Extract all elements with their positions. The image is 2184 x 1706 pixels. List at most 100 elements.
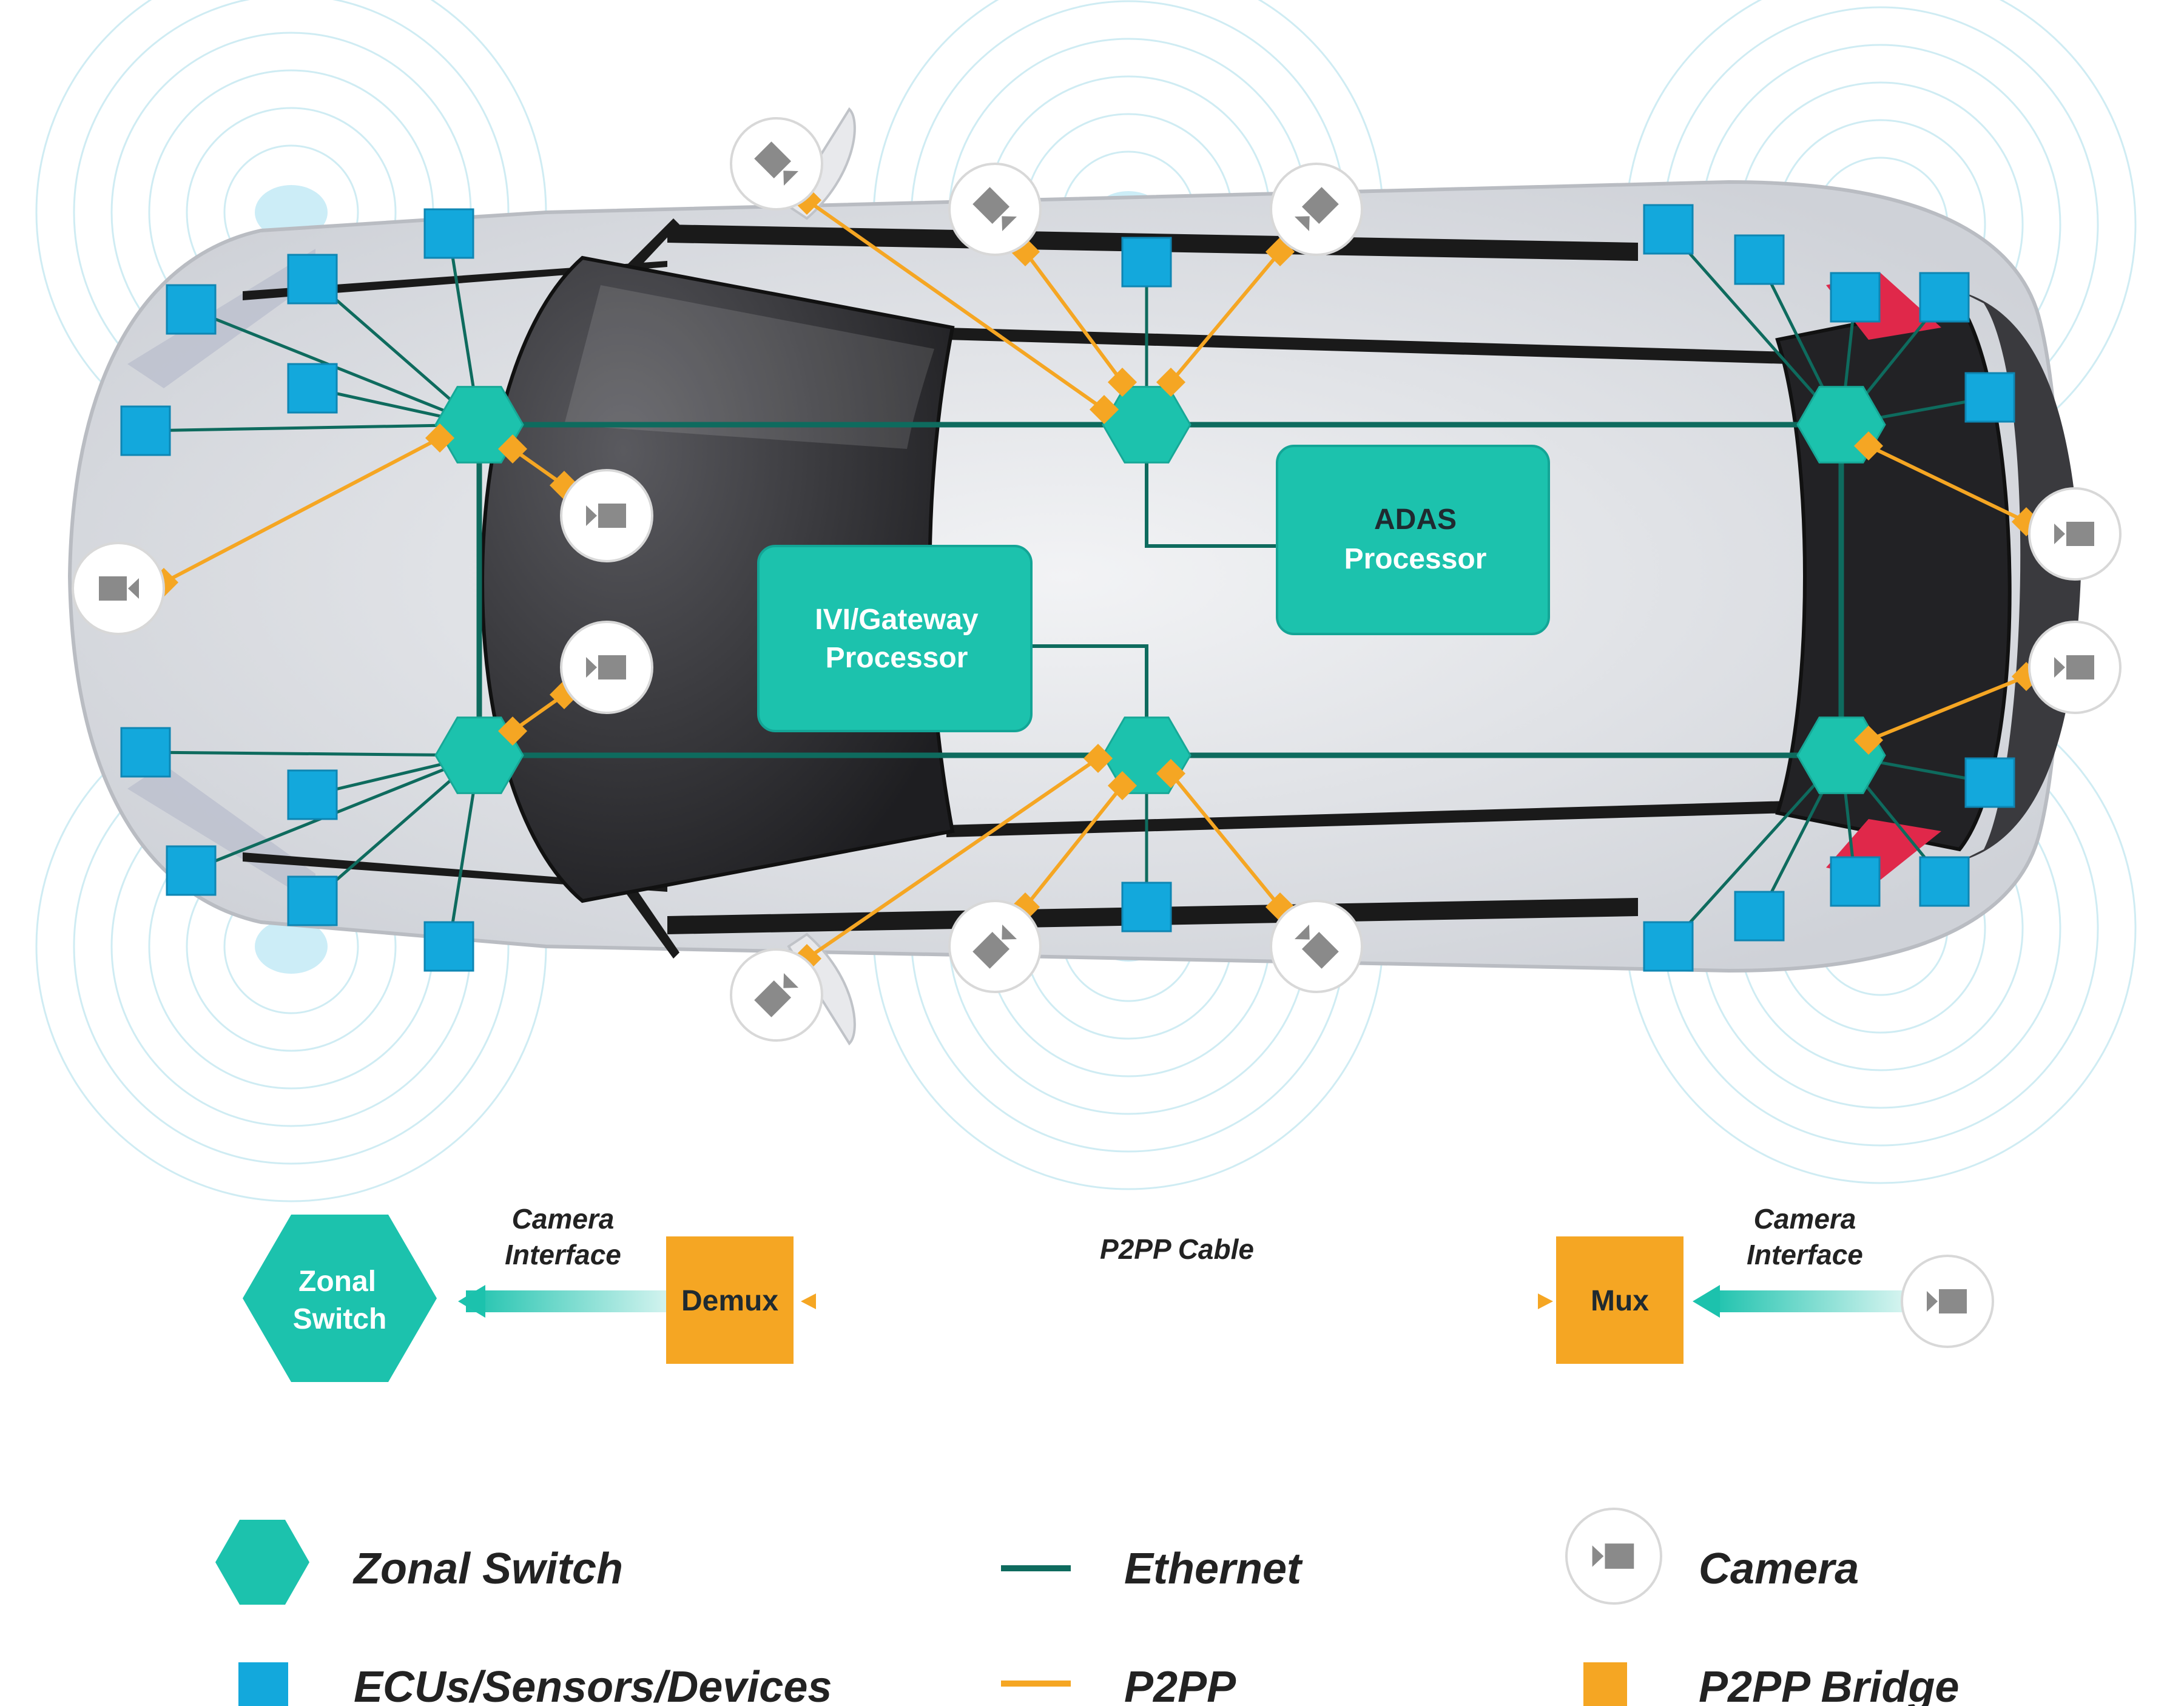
ecu-group <box>120 204 2015 972</box>
camera-body <box>598 655 626 679</box>
flow-camera-icon <box>1901 1255 1994 1348</box>
flow-zonal-switch <box>243 1215 437 1382</box>
ecu-square <box>423 921 474 972</box>
adas-label-line2: Processor <box>1344 543 1487 575</box>
camera-node <box>730 948 823 1042</box>
camera-node <box>948 900 1042 993</box>
flow-arrow-right-head <box>1693 1285 1720 1318</box>
ecu-square <box>1964 372 2015 423</box>
p2pp-line <box>1867 675 2027 742</box>
ecu-square <box>166 845 217 896</box>
camera-interface-right-line1: Camera <box>1754 1203 1856 1235</box>
demux-box <box>666 1236 794 1364</box>
ecu-square <box>120 405 171 456</box>
flow-camera <box>1901 1255 1994 1348</box>
camera-icon <box>972 924 1017 969</box>
legend-camera <box>1565 1508 1662 1605</box>
demux-label: Demux <box>681 1285 778 1317</box>
ethernet-line <box>1667 754 1842 948</box>
p2pp-line <box>163 436 441 584</box>
camera-icon <box>754 973 799 1017</box>
ethernet-line <box>145 423 480 433</box>
ecu-square <box>1734 234 1785 285</box>
camera-icon <box>1592 1543 1634 1569</box>
adas-label-line1: ADAS <box>1374 504 1457 536</box>
ecu-square <box>287 875 338 926</box>
p2pp-line <box>806 757 1099 960</box>
legend: Zonal Switch ECUs/Sensors/Devices Ethern… <box>215 1508 1959 1706</box>
camera-icon <box>754 141 799 186</box>
flow-arrow-left-head <box>458 1285 485 1318</box>
camera-node <box>2028 487 2122 581</box>
camera-icon <box>2054 522 2094 546</box>
p2pp-bridge <box>425 423 455 453</box>
p2pp-line <box>511 447 565 487</box>
camera-body <box>1939 1289 1967 1313</box>
p2pp-line <box>511 693 565 733</box>
camera-node <box>72 542 165 635</box>
zonal-switch <box>434 716 524 794</box>
flow-zonal-line1: Zonal <box>298 1266 376 1298</box>
camera-body <box>1605 1543 1634 1569</box>
camera-lens <box>2054 524 2065 544</box>
ethernet-line <box>1667 228 1842 426</box>
camera-body <box>972 187 1010 224</box>
camera-node <box>1270 163 1363 256</box>
ethernet-line <box>145 750 480 757</box>
camera-icon <box>1927 1289 1967 1313</box>
camera-body <box>2066 655 2094 679</box>
legend-p2pp-bridge-label: P2PP Bridge <box>1699 1663 1959 1706</box>
ecu-square <box>1919 272 1970 323</box>
ivi-label-line2: Processor <box>826 642 968 674</box>
legend-ecu-icon <box>238 1662 288 1706</box>
ecu-square <box>1830 272 1881 323</box>
camera-interface-left-line2: Interface <box>505 1239 621 1270</box>
legend-ethernet-label: Ethernet <box>1124 1545 1303 1593</box>
legend-camera-label: Camera <box>1699 1545 1859 1593</box>
camera-body <box>1301 187 1339 224</box>
camera-body <box>1301 931 1339 969</box>
ivi-label-line1: IVI/Gateway <box>815 604 979 636</box>
ivi-gateway-processor: IVI/Gateway Processor <box>757 545 1033 732</box>
camera-icon <box>972 187 1017 232</box>
camera-interface-left-line1: Camera <box>512 1203 615 1235</box>
camera-node <box>730 117 823 211</box>
camera-body <box>598 504 626 528</box>
p2pp-bridge <box>1853 725 1884 755</box>
p2pp-line <box>1169 251 1282 383</box>
p2pp-line <box>806 198 1105 411</box>
camera-node <box>2028 621 2122 714</box>
zonal-switch <box>434 386 524 464</box>
car-body <box>67 107 2081 1046</box>
camera-body <box>972 931 1010 969</box>
ecu-square <box>1643 921 1694 972</box>
ethernet-line <box>1145 425 1277 548</box>
camera-icon <box>586 655 626 679</box>
legend-ecus-label: ECUs/Sensors/Devices <box>354 1663 832 1706</box>
legend-camera-icon <box>1565 1508 1662 1605</box>
camera-icon <box>586 504 626 528</box>
camera-node <box>1270 900 1363 993</box>
camera-body <box>754 141 792 179</box>
camera-lens <box>1927 1291 1938 1312</box>
legend-zonal-switch-label: Zonal Switch <box>352 1545 623 1593</box>
ecu-square <box>1964 757 2015 808</box>
legend-zonal-switch-icon <box>215 1520 309 1605</box>
p2pp-line <box>1867 444 2027 524</box>
legend-bridge-icon <box>1583 1662 1627 1706</box>
sensor-core <box>255 919 328 974</box>
p2pp-line <box>1023 784 1124 908</box>
ecu-square <box>120 727 171 778</box>
ecu-square <box>423 208 474 259</box>
camera-lens <box>783 973 799 988</box>
camera-lens <box>586 657 597 678</box>
camera-lens <box>128 578 139 599</box>
ecu-square <box>1919 856 1970 907</box>
p2pp-flow: Zonal Switch Camera Interface Demux P2PP… <box>243 1203 1994 1382</box>
camera-icon <box>1294 187 1339 232</box>
legend-p2pp-label: P2PP <box>1124 1663 1236 1706</box>
camera-lens <box>1294 924 1310 940</box>
ecu-square <box>1121 237 1172 288</box>
ecu-square <box>287 254 338 305</box>
